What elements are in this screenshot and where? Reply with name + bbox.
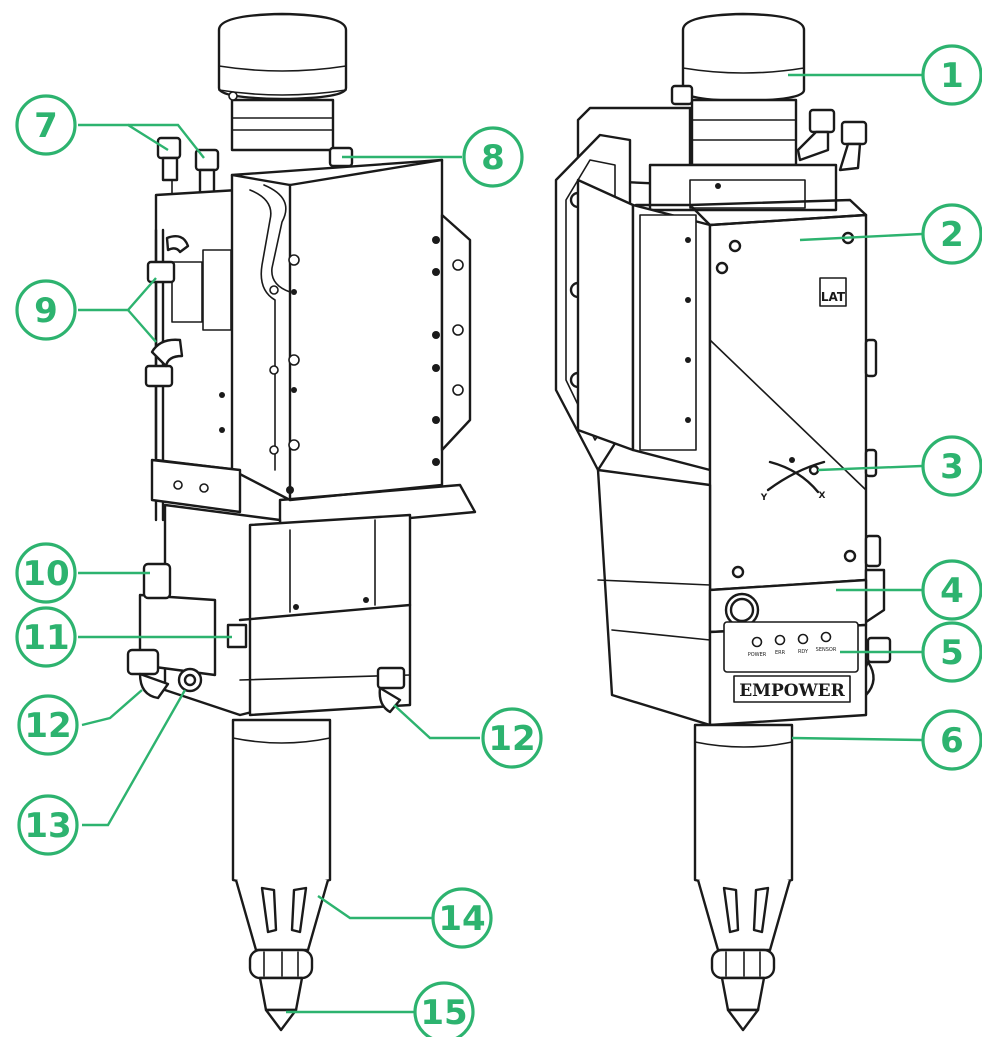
callout-number: 12 [488, 719, 535, 759]
led-label-err: ERR [775, 650, 786, 656]
leader-9b [127, 309, 157, 343]
callout-number: 1 [940, 56, 964, 96]
callout-number: 10 [22, 554, 69, 594]
callout-circle [431, 887, 493, 949]
callout-number: 4 [940, 571, 964, 611]
leader-12b [393, 704, 480, 740]
callout-4: 4 [921, 559, 982, 621]
callout-circle [15, 542, 77, 604]
callout-14: 14 [431, 887, 493, 949]
callout-11: 11 [15, 606, 77, 668]
callout-number: 5 [940, 633, 964, 673]
callout-15: 15 [413, 981, 475, 1037]
leader-13 [82, 689, 187, 827]
leader-9a [78, 277, 157, 312]
axis-y-label: Y [760, 493, 768, 503]
callout-circle [921, 709, 982, 771]
callout-number: 3 [940, 447, 964, 487]
callout-6: 6 [921, 709, 982, 771]
callout-number: 11 [22, 618, 69, 658]
callout-12: 12 [17, 694, 79, 756]
callout-10: 10 [15, 542, 77, 604]
left-nozzle-tube [231, 718, 332, 1032]
leader-12a [81, 689, 143, 727]
callout-circle [921, 44, 982, 106]
callout-7: 7 [15, 94, 77, 156]
right-side-fittings [858, 338, 892, 697]
callout-9: 9 [15, 279, 77, 341]
left-main-box [230, 146, 477, 532]
leader-2 [799, 232, 923, 242]
callout-circle [17, 794, 79, 856]
left-cutting-head [126, 12, 477, 1032]
right-nozzle-tube [693, 723, 794, 1032]
callout-2: 2 [921, 203, 982, 265]
callout-5: 5 [921, 621, 982, 683]
leader-7b [128, 123, 205, 159]
right-front-box: LAT Y X [631, 198, 868, 592]
callout-1: 1 [921, 44, 982, 106]
callout-number: 7 [34, 106, 58, 146]
right-fittings [670, 84, 868, 172]
led-label-power: POWER [748, 652, 767, 658]
led-label-sensor: SENSOR [816, 647, 837, 653]
led-label-rdy: RDY [798, 649, 809, 655]
indicator-leds: POWER ERR RDY SENSOR [748, 631, 837, 658]
callout-13: 13 [17, 794, 79, 856]
callout-circle [413, 981, 475, 1037]
callout-circle [17, 694, 79, 756]
left-back-plate [154, 188, 240, 472]
logo-text: LAT [821, 290, 846, 304]
callout-number: 6 [940, 721, 964, 761]
axis-x-label: X [819, 491, 826, 501]
right-cutting-head: LAT Y X [554, 12, 892, 1032]
leader-3 [817, 464, 923, 472]
leader-7a [78, 123, 169, 152]
left-lower-body [126, 503, 412, 717]
callout-3: 3 [921, 435, 982, 497]
callout-number: 15 [420, 993, 467, 1033]
callout-number: 8 [481, 138, 505, 178]
callout-number: 9 [34, 291, 58, 331]
callout-circle [921, 621, 982, 683]
left-top-cap [217, 12, 348, 152]
callout-circle [15, 279, 77, 341]
leader-14 [317, 895, 432, 920]
leader-lines [78, 73, 923, 1014]
callout-circle [921, 203, 982, 265]
callout-circle [15, 606, 77, 668]
right-lower-body: POWER ERR RDY SENSOR EMPOWER [596, 468, 868, 727]
callout-circle [15, 94, 77, 156]
callout-circle [462, 126, 524, 188]
right-top-cap [681, 12, 806, 167]
callout-circle [921, 435, 982, 497]
left-bracket [150, 458, 242, 514]
callout-number: 13 [24, 806, 71, 846]
callout-circle [921, 559, 982, 621]
callout-12: 12 [481, 707, 543, 769]
brand-text: EMPOWER [739, 681, 845, 701]
callout-number: 2 [940, 215, 964, 255]
callout-8: 8 [462, 126, 524, 188]
left-fittings-7 [156, 136, 220, 197]
callout-number: 12 [24, 706, 71, 746]
callout-circle [481, 707, 543, 769]
callout-number: 14 [438, 899, 485, 939]
leader-6 [791, 736, 923, 742]
